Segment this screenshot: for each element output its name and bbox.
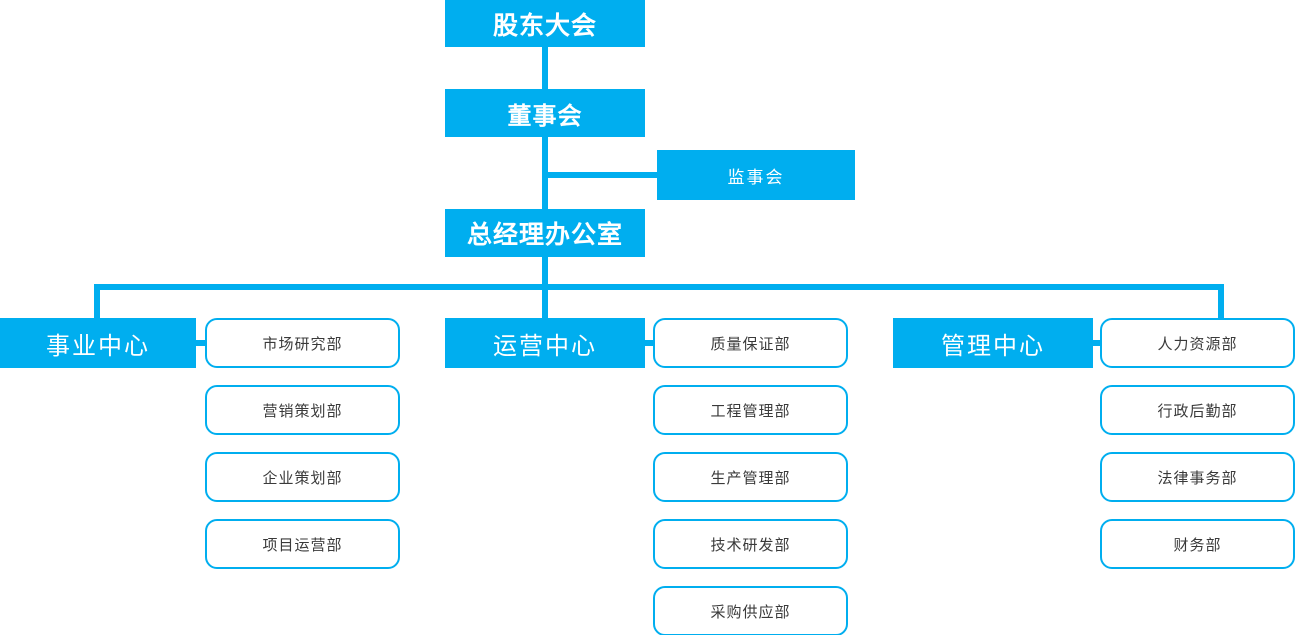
connector-gm-to-distribution-bar — [542, 257, 548, 289]
node-label: 项目运营部 — [262, 536, 343, 554]
node-general-manager-office[interactable]: 总经理办公室 — [445, 209, 645, 257]
node-board-of-directors[interactable]: 董事会 — [445, 89, 645, 137]
node-label: 董事会 — [507, 102, 583, 130]
node-center-management[interactable]: 管理中心 — [893, 318, 1093, 368]
node-label: 质量保证部 — [710, 335, 791, 353]
node-label: 监事会 — [727, 167, 785, 187]
node-label: 运营中心 — [493, 332, 597, 360]
node-label: 工程管理部 — [710, 402, 791, 420]
distribution-bar — [94, 284, 1224, 290]
node-department[interactable]: 采购供应部 — [653, 586, 848, 635]
node-center-business[interactable]: 事业中心 — [0, 318, 196, 368]
node-department[interactable]: 营销策划部 — [205, 385, 400, 435]
connector-center-2-to-dept — [1087, 340, 1109, 346]
node-shareholders-meeting[interactable]: 股东大会 — [445, 0, 645, 47]
node-label: 营销策划部 — [262, 402, 343, 420]
connector-shareholders-to-board — [542, 47, 548, 89]
node-label: 技术研发部 — [710, 536, 791, 554]
node-department[interactable]: 生产管理部 — [653, 452, 848, 502]
node-board-of-supervisors[interactable]: 监事会 — [657, 150, 855, 200]
connector-center-1-to-dept — [639, 340, 661, 346]
node-department[interactable]: 市场研究部 — [205, 318, 400, 368]
node-label: 企业策划部 — [262, 469, 343, 487]
node-department[interactable]: 工程管理部 — [653, 385, 848, 435]
node-label: 生产管理部 — [710, 469, 791, 487]
node-label: 总经理办公室 — [466, 221, 623, 249]
connector-center-0-to-dept — [190, 340, 212, 346]
connector-bar-to-center-1 — [542, 284, 548, 320]
connector-board-to-supervisors — [542, 172, 660, 178]
node-label: 人力资源部 — [1157, 335, 1238, 353]
connector-bar-to-center-2 — [1218, 284, 1224, 320]
node-label: 行政后勤部 — [1157, 402, 1238, 420]
node-department[interactable]: 项目运营部 — [205, 519, 400, 569]
node-center-operations[interactable]: 运营中心 — [445, 318, 645, 368]
node-department[interactable]: 法律事务部 — [1100, 452, 1295, 502]
node-department[interactable]: 技术研发部 — [653, 519, 848, 569]
node-department[interactable]: 财务部 — [1100, 519, 1295, 569]
connector-bar-to-center-0 — [94, 284, 100, 320]
node-label: 财务部 — [1173, 536, 1222, 554]
node-label: 事业中心 — [46, 332, 150, 360]
node-department[interactable]: 行政后勤部 — [1100, 385, 1295, 435]
node-label: 管理中心 — [941, 332, 1045, 360]
node-label: 法律事务部 — [1157, 469, 1238, 487]
node-department[interactable]: 质量保证部 — [653, 318, 848, 368]
node-label: 股东大会 — [492, 11, 597, 40]
node-label: 市场研究部 — [262, 335, 343, 353]
node-department[interactable]: 企业策划部 — [205, 452, 400, 502]
node-department[interactable]: 人力资源部 — [1100, 318, 1295, 368]
node-label: 采购供应部 — [710, 603, 791, 621]
